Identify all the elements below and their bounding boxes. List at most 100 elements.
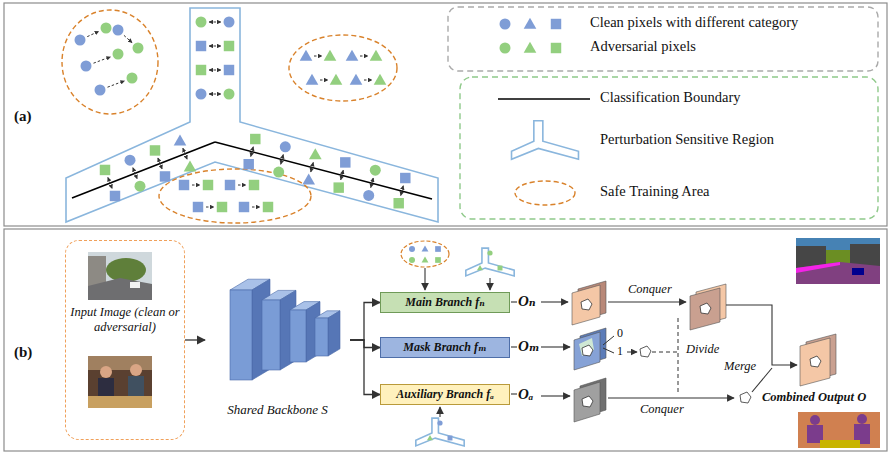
- perturbation-arrow: [183, 148, 187, 159]
- pixel-triangle: [374, 74, 387, 85]
- legend-box: [448, 7, 878, 71]
- pixel-circle: [113, 49, 124, 60]
- node-label: Shared Backbone S: [205, 402, 350, 418]
- pixel-triangle: [422, 246, 429, 252]
- pixel-triangle: [174, 134, 187, 145]
- perturbation-arrow: [93, 57, 110, 63]
- combined-output-map: [800, 334, 836, 386]
- perturbation-arrow: [107, 81, 124, 87]
- perturbation-arrow: [206, 207, 214, 208]
- branch-box: Mask Branch fₘ: [380, 337, 510, 358]
- pixel-circle: [500, 43, 511, 54]
- pixel-circle: [224, 17, 235, 28]
- pixel-square: [224, 41, 234, 51]
- block-front: [230, 290, 252, 380]
- block-side: [328, 311, 340, 356]
- panel-label: (a): [14, 108, 32, 125]
- pixel-triangle: [346, 50, 359, 61]
- panel-frame: [4, 3, 887, 226]
- pixel-circle: [409, 257, 415, 263]
- perturbation-arrow: [209, 94, 221, 95]
- region-icon: [640, 346, 651, 357]
- sensitive-region: [66, 8, 438, 222]
- divide-line: [678, 318, 679, 392]
- map-front: [574, 332, 600, 370]
- pixel-triangle: [184, 160, 197, 171]
- conquer-arrow: [608, 397, 734, 398]
- sensitive-region-outline: [466, 248, 514, 276]
- annotation-label: Divide: [686, 343, 719, 357]
- people-photo: [88, 356, 152, 408]
- pixel-square: [239, 202, 249, 212]
- region-icon: [582, 396, 593, 407]
- mask-split-line: [603, 336, 614, 345]
- pixel-square: [340, 157, 350, 167]
- people-photo: [88, 356, 152, 370]
- merge-arrow: [726, 305, 797, 365]
- node-label: Mask Branch fₘ: [381, 338, 509, 357]
- annotation-label: 1: [617, 345, 623, 358]
- pixel-triangle: [300, 50, 313, 61]
- edge-connector: [350, 303, 380, 341]
- pixel-square: [400, 173, 410, 183]
- pixel-square: [217, 202, 227, 212]
- output-line: [511, 393, 517, 394]
- region-icon: [582, 345, 593, 356]
- pixel-circle: [273, 167, 284, 178]
- pixel-square: [179, 180, 189, 190]
- pixel-square: [193, 202, 203, 212]
- pixel-circle: [81, 61, 92, 72]
- annotation-label: Oₙ: [518, 293, 536, 310]
- perturbation-arrow: [209, 22, 221, 23]
- sensitive-region-outline: [416, 418, 464, 446]
- safe-area: [289, 35, 397, 101]
- pixel-circle: [101, 23, 112, 34]
- street-photo: [88, 256, 106, 286]
- perturbation-arrow: [364, 80, 372, 81]
- pixel-circle: [196, 17, 207, 28]
- street-photo: [88, 252, 152, 300]
- shared-backbone: Shared Backbone S: [205, 258, 350, 422]
- pixel-circle: [127, 73, 138, 84]
- annotation-label: Combined Output O: [762, 391, 866, 405]
- perturbation-arrow: [371, 178, 374, 188]
- segmentation-map: [852, 268, 864, 275]
- perturbation-arrow: [87, 31, 98, 36]
- pixel-square: [393, 198, 403, 208]
- legend-label: Safe Training Area: [600, 184, 710, 200]
- perturbation-arrow: [252, 207, 260, 208]
- pixel-circle: [196, 89, 207, 100]
- pixel-circle: [113, 25, 124, 36]
- safe-area: [62, 10, 158, 114]
- perturbation-arrow: [251, 147, 254, 157]
- pixel-triangle: [370, 50, 383, 61]
- output-arrow: [541, 346, 570, 347]
- node-label: Auxiliary Branch fₐ: [381, 385, 509, 404]
- map-front: [572, 285, 600, 325]
- aux-output-map: [574, 378, 606, 422]
- pixel-square: [551, 19, 561, 29]
- divide-arrow: [627, 352, 637, 353]
- legend-label: Clean pixels with different category: [590, 15, 798, 31]
- node-label: Input Image (clean or adversarial): [70, 305, 180, 335]
- pixel-circle: [280, 141, 291, 152]
- segmentation-map: [796, 262, 840, 273]
- street-photo: [88, 278, 152, 300]
- perturbation-arrow: [401, 186, 404, 196]
- perturbation-arrow: [238, 185, 246, 186]
- pixel-triangle: [306, 74, 319, 85]
- people-photo: [88, 396, 152, 408]
- pixel-square: [551, 43, 561, 53]
- pixel-circle: [370, 165, 381, 176]
- output-line: [511, 301, 517, 302]
- annotation-label: Merge: [724, 360, 756, 374]
- pixel-square: [160, 171, 170, 181]
- perturbation-arrow: [133, 168, 137, 179]
- pixel-square: [435, 246, 441, 252]
- pixel-triangle: [324, 50, 337, 61]
- pixel-triangle: [422, 257, 429, 263]
- perturbation-arrow: [341, 170, 344, 180]
- annotation-label: 0: [617, 327, 623, 340]
- annotation-label: Conquer: [640, 403, 684, 417]
